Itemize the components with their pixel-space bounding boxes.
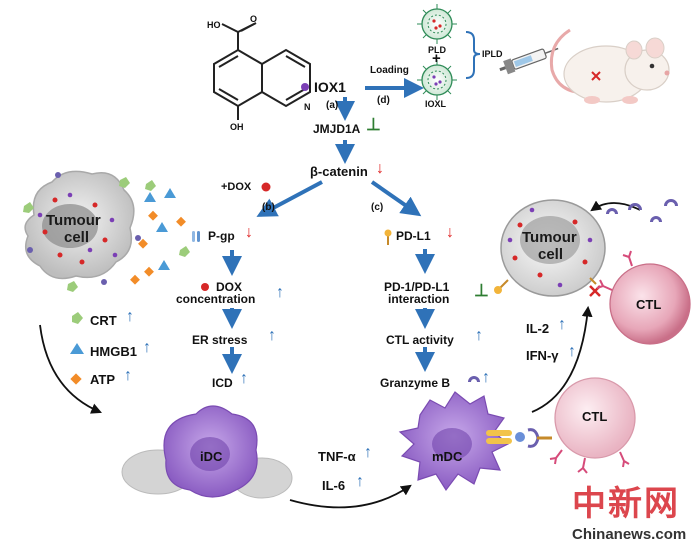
er-stress-up: ↑ [268, 327, 276, 344]
tcr-icon [527, 428, 540, 448]
mdc-cell [398, 391, 525, 492]
hmgb1-label: HMGB1 [90, 344, 137, 359]
damp-particles [130, 180, 190, 285]
atp-label: ATP [90, 372, 116, 387]
pgp-label: P-gp [208, 229, 235, 243]
interaction-label-2: interaction [388, 292, 450, 306]
tumour-cell-right [494, 199, 606, 297]
dox-conc-up: ↑ [276, 284, 284, 301]
tumour-left-line2: cell [64, 229, 90, 246]
tumour-left-line1: Tumour [46, 212, 101, 229]
tumour-right-line2: cell [538, 246, 564, 263]
pdl1-label: PD-L1 [396, 229, 431, 243]
beta-catenin-down: ↓ [376, 160, 384, 177]
plus-sign: + [432, 50, 441, 67]
chem-n: N [304, 102, 311, 112]
mdc-label: mDC [432, 449, 463, 464]
tumour-cell-left [23, 170, 141, 292]
ioxl-nanoparticle [417, 60, 457, 100]
ctl-lower-label: CTL [582, 409, 608, 424]
granzyme-icon [468, 376, 480, 382]
dox-conc-label-1: DOX [216, 280, 243, 294]
step-c: (c) [371, 202, 384, 213]
hmgb1-up: ↑ [143, 339, 151, 356]
pgp-icon [192, 231, 200, 242]
ioxl-label: IOXL [425, 99, 447, 109]
idc-cell [121, 405, 293, 499]
curve-arrow-top-right [590, 200, 641, 212]
curve-arrow-left [39, 324, 102, 414]
ifn-up: ↑ [568, 343, 576, 360]
pld-nanoparticle [417, 4, 457, 44]
interaction-label-1: PD-1/PD-L1 [384, 280, 450, 294]
crt-label: CRT [90, 313, 117, 328]
icd-up: ↑ [240, 370, 248, 387]
dox-dot [261, 182, 271, 192]
il2-up: ↑ [558, 316, 566, 333]
ctl-activity-label: CTL activity [386, 333, 454, 347]
pgp-down: ↓ [245, 224, 253, 241]
atp-icon [70, 373, 82, 385]
ifn-label: IFN-γ [526, 348, 559, 363]
granzyme-label: Granzyme B [380, 376, 451, 390]
iox1-structure [213, 22, 311, 120]
hmgb1-icon [70, 343, 84, 354]
ctl-cell-upper [596, 250, 691, 345]
pdl1-markers [494, 277, 597, 294]
ctl-cell-lower [549, 377, 636, 474]
jmjd1a-inhibit: ⊥ [366, 115, 381, 134]
iox1-dot [301, 83, 309, 91]
pld-label: PLD [428, 45, 446, 55]
pathway-arrows [222, 78, 435, 374]
pdl1-icon [384, 229, 392, 245]
chem-oh-top: HO [207, 20, 221, 30]
mouse-illustration [549, 28, 670, 104]
ctl-upper-label: CTL [636, 297, 662, 312]
beta-catenin-label: β-catenin [310, 164, 368, 179]
curve-arrow-bottom [289, 484, 412, 509]
ipld-label: IPLD [482, 49, 503, 59]
tnf-label: TNF-α [318, 449, 356, 464]
curve-arrow-right [531, 305, 593, 413]
interaction-inhibit: ⊥ [474, 281, 489, 300]
syringe-icon [499, 47, 559, 75]
step-a: (a) [326, 100, 339, 111]
step-b: (b) [262, 202, 275, 213]
il6-label: IL-6 [322, 478, 346, 493]
pdl1-down: ↓ [446, 224, 454, 241]
atp-up: ↑ [124, 367, 132, 384]
loading-label: Loading [370, 65, 409, 76]
icd-label: ICD [212, 376, 233, 390]
chem-o: O [250, 14, 258, 24]
step-d: (d) [377, 95, 390, 106]
watermark-english: Chinanews.com [570, 526, 689, 543]
dox-conc-label-2: concentration [176, 292, 256, 306]
ctl-activity-up: ↑ [475, 327, 483, 344]
er-stress-label: ER stress [192, 333, 248, 347]
tumour-right-line1: Tumour [522, 229, 577, 246]
il2-label: IL-2 [526, 321, 550, 336]
granzyme-up: ↑ [482, 369, 490, 386]
granzyme-particles [606, 199, 678, 222]
dox-plus-label: +DOX [221, 181, 252, 193]
idc-label: iDC [200, 449, 223, 464]
ipld-bracket [465, 31, 481, 79]
crt-icon [72, 312, 83, 324]
jmjd1a-label: JMJD1A [313, 122, 361, 136]
chem-oh-bottom: OH [230, 122, 244, 132]
crt-up: ↑ [126, 308, 134, 325]
iox1-label: IOX1 [314, 79, 346, 95]
tnf-up: ↑ [364, 444, 372, 461]
il6-up: ↑ [356, 473, 364, 490]
watermark-chinese: 中新网 [572, 484, 680, 524]
dox-conc-dot [201, 283, 209, 291]
